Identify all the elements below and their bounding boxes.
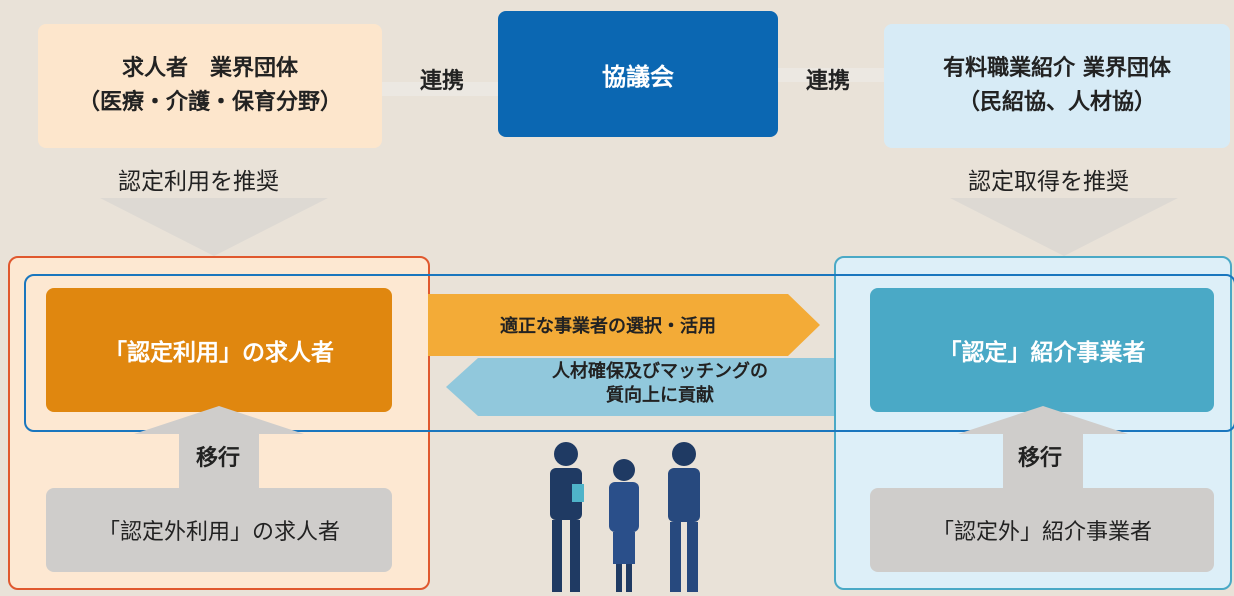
link-label-right: 連携 — [806, 69, 851, 94]
council-box: 協議会 — [498, 11, 778, 137]
agency-industry-group-box: 有料職業紹介 業界団体 （民紹協、人材協） — [884, 24, 1230, 148]
agency-org-line1: 有料職業紹介 業界団体 — [943, 56, 1171, 81]
arrow-left-line2: 質向上に貢献 — [606, 385, 714, 406]
migrate-right-label: 移行 — [1018, 446, 1063, 471]
arrow-right-label: 適正な事業者の選択・活用 — [500, 316, 716, 337]
uncertified-agency-label: 「認定外」紹介事業者 — [931, 520, 1152, 545]
employer-org-line1: 求人者 業界団体 — [121, 56, 298, 81]
certified-agency-box: 「認定」紹介事業者 — [870, 288, 1214, 412]
down-arrow-left — [100, 198, 328, 256]
arrow-left-shape — [446, 358, 834, 416]
uncertified-agency-box: 「認定外」紹介事業者 — [870, 488, 1214, 572]
link-line-left — [380, 82, 500, 96]
certified-employer-box: 「認定利用」の求人者 — [46, 288, 392, 412]
up-arrow-right — [958, 406, 1128, 490]
business-people-illustration — [550, 442, 700, 592]
link-label-left: 連携 — [420, 69, 465, 94]
arrow-left-label: 人材確保及びマッチングの 質向上に貢献 — [480, 360, 840, 408]
employer-industry-group-box: 求人者 業界団体 （医療・介護・保育分野） — [38, 24, 382, 148]
down-arrow-right — [950, 198, 1178, 256]
employer-org-line2: （医療・介護・保育分野） — [77, 90, 342, 115]
recommend-acquire-label: 認定取得を推奨 — [968, 169, 1129, 195]
arrow-left-line1: 人材確保及びマッチングの — [552, 361, 768, 382]
certified-employer-label: 「認定利用」の求人者 — [104, 340, 334, 366]
certified-relationship-frame — [24, 274, 1234, 432]
link-line-right — [778, 68, 886, 82]
recommend-use-label: 認定利用を推奨 — [118, 169, 279, 195]
uncertified-employer-box: 「認定外利用」の求人者 — [46, 488, 392, 572]
agency-org-line2: （民紹協、人材協） — [957, 90, 1156, 115]
council-label: 協議会 — [602, 62, 674, 91]
certified-agency-label: 「認定」紹介事業者 — [938, 340, 1146, 366]
migrate-left-label: 移行 — [196, 446, 241, 471]
up-arrow-left — [134, 406, 304, 490]
arrow-right-shape — [428, 294, 820, 356]
uncertified-employer-label: 「認定外利用」の求人者 — [97, 520, 340, 545]
